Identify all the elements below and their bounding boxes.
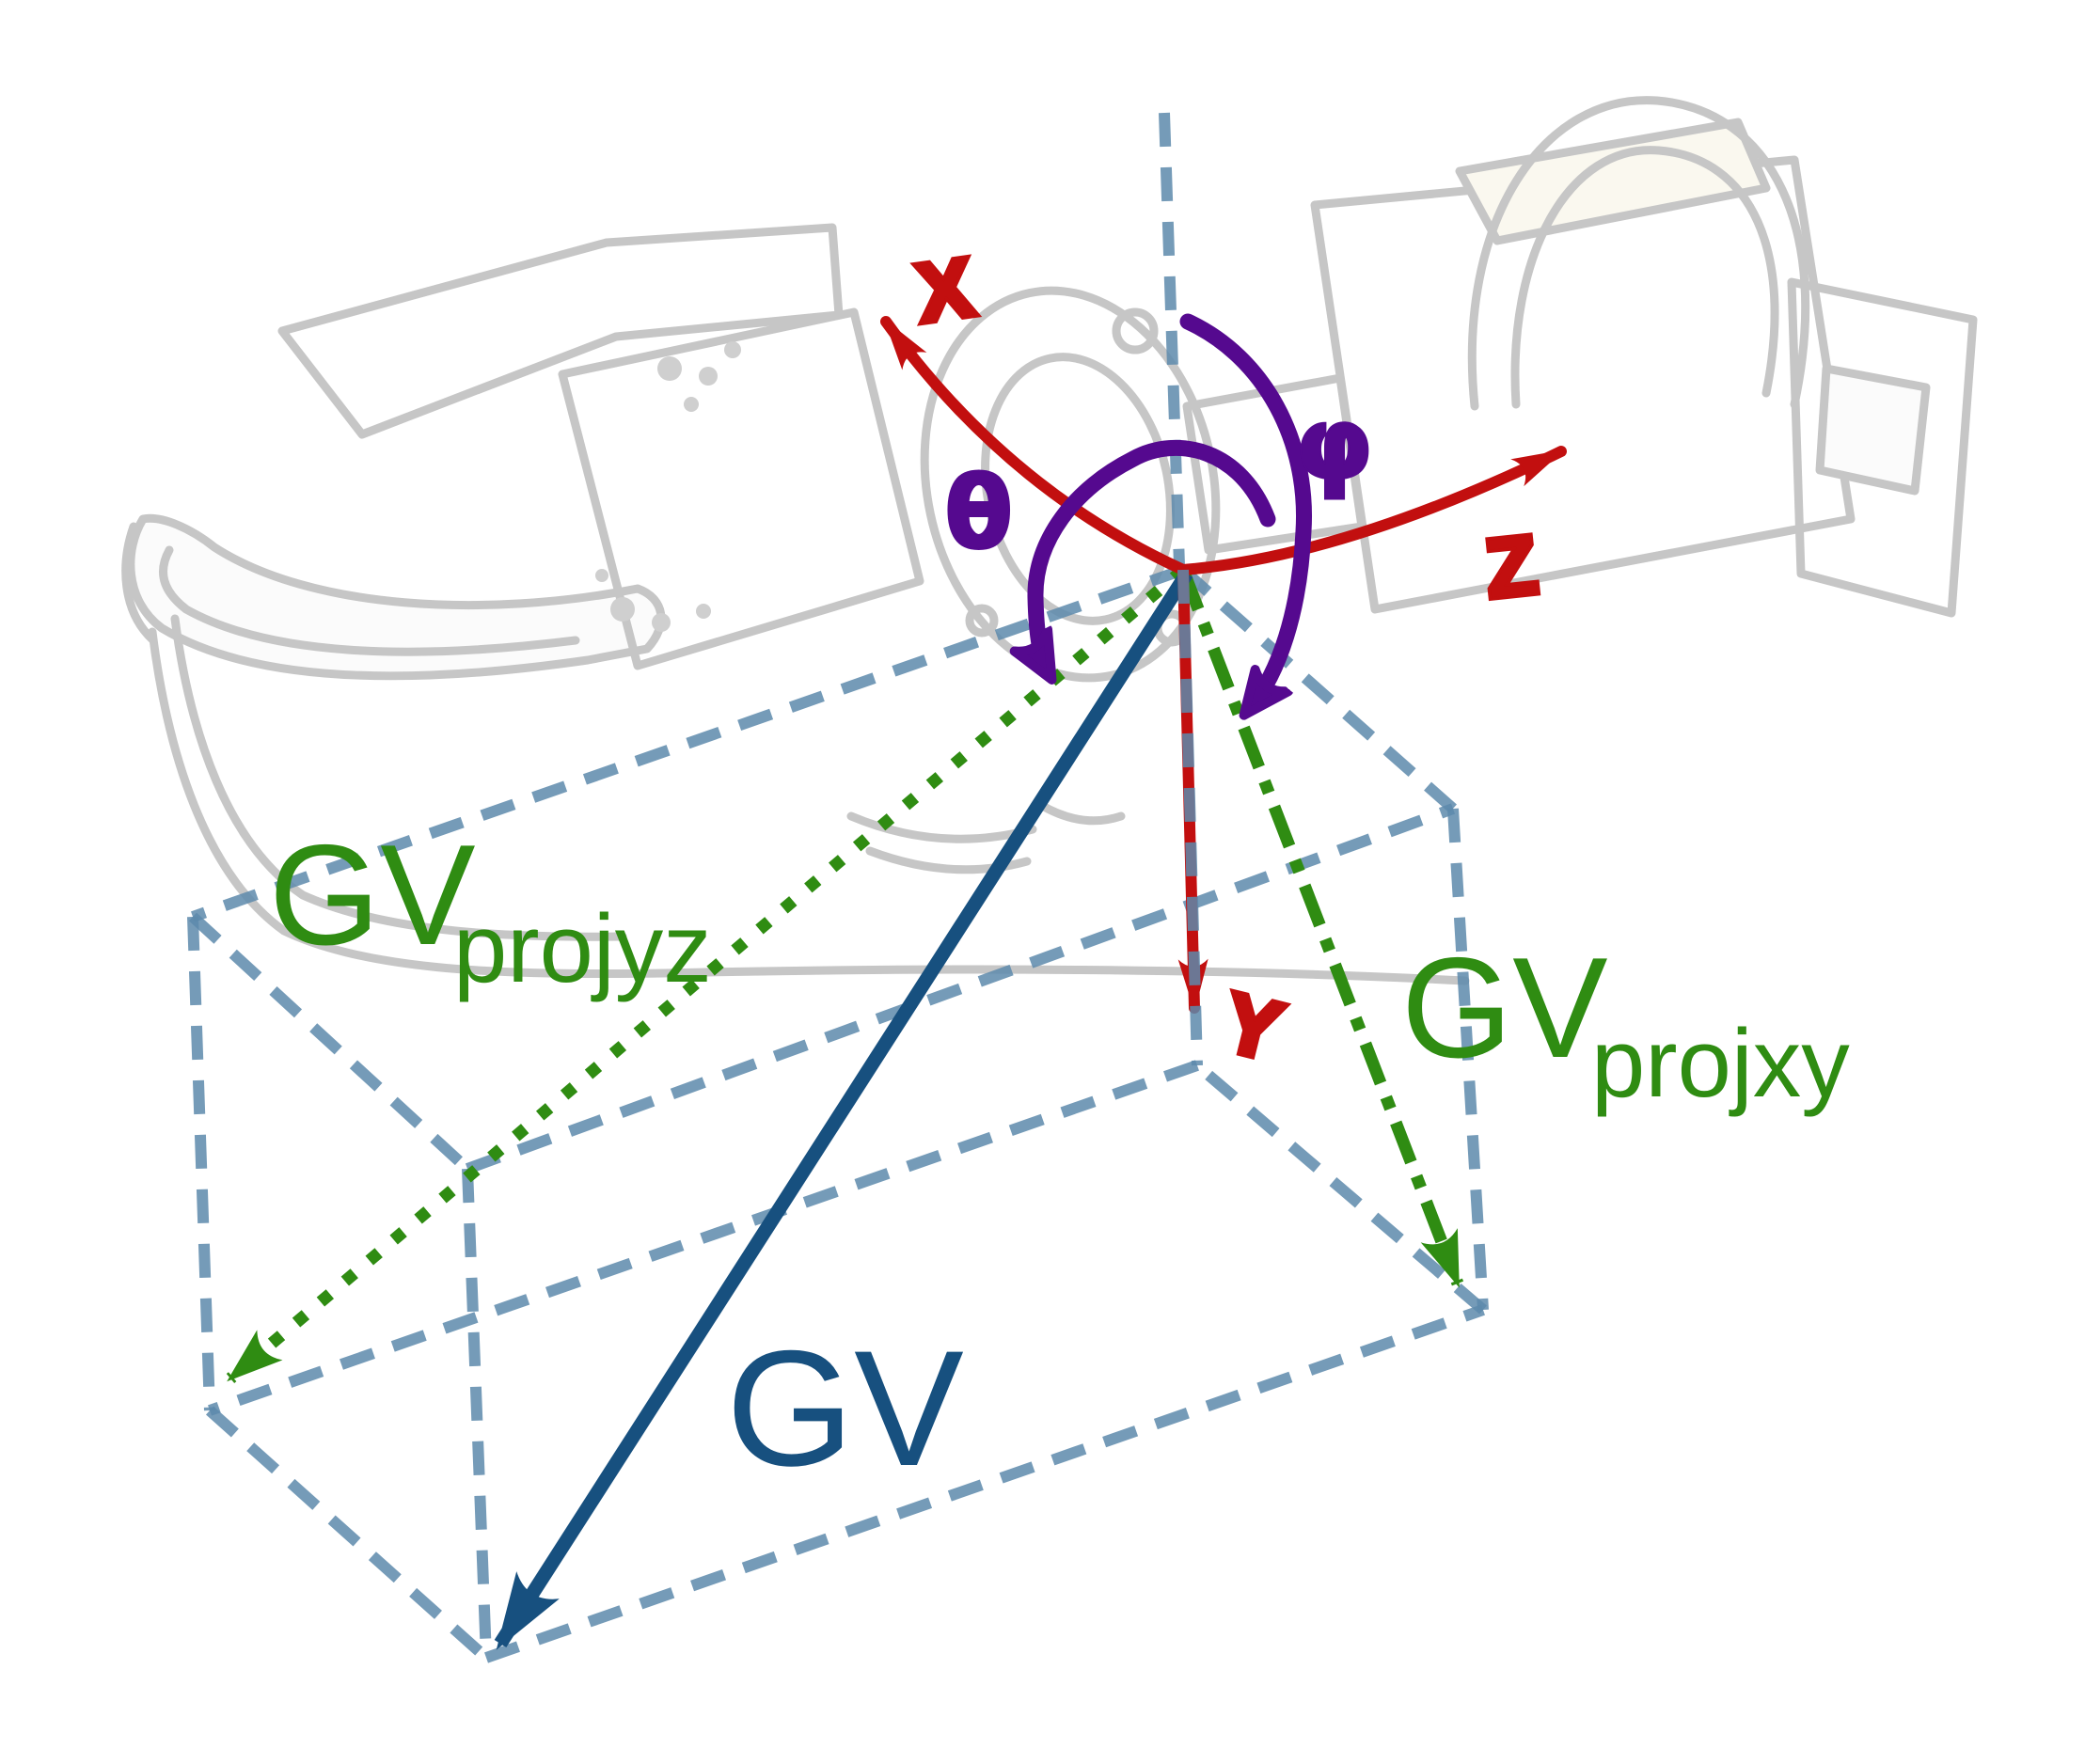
gripper-finger-curl — [1035, 799, 1126, 826]
gv-label: GV — [726, 1317, 964, 1501]
gripper-hole — [699, 367, 718, 386]
gv-vector — [494, 569, 1193, 1650]
gv-projyz-label: GV — [269, 815, 476, 975]
gripper-cable-loop-inner — [1510, 146, 1779, 409]
phi-arc — [1179, 313, 1313, 708]
z-axis-line — [1177, 446, 1567, 575]
gripper-hole — [610, 597, 635, 622]
gv-projxy-label: GV — [1401, 928, 1608, 1088]
theta-arc — [1035, 439, 1276, 671]
gripper-hole — [657, 356, 682, 381]
gripper-hole — [684, 397, 699, 412]
gripper-jaw-left-line — [121, 522, 157, 644]
gripper-flange-bolt — [965, 604, 999, 638]
gripper-finger-curl — [865, 846, 1032, 874]
box-edge-vertical-right — [1447, 808, 1489, 1311]
x-axis-line — [880, 316, 1189, 575]
phi-label: φ — [1296, 386, 1372, 501]
gripper-flange-bolt — [1112, 307, 1159, 354]
box-edge-top-right — [1179, 565, 1457, 813]
vertical-axis-extension — [1159, 112, 1185, 567]
gripper-side-window — [1815, 364, 1931, 496]
gripper-cable-loop-outer — [1467, 96, 1810, 411]
x-axis-label: X — [911, 240, 979, 339]
theta-label: θ — [945, 456, 1012, 571]
gripper-hole — [724, 341, 741, 358]
gripper-bottom-outline-inner — [170, 614, 627, 941]
gripper-actuator-window — [1455, 118, 1771, 245]
box-edge-vertical-left — [187, 916, 215, 1411]
box-edge-bottom-left — [208, 1060, 1199, 1416]
box-edge-bottom-right — [1193, 1061, 1487, 1315]
gripper-hole — [652, 613, 671, 632]
box-edge-top-front-right — [465, 803, 1456, 1174]
gripper-jaw-inner-line — [159, 545, 580, 656]
box-edge-vertical-origin — [1177, 569, 1203, 1066]
box-edge-bottom-front-left — [205, 1406, 491, 1662]
gripper-link-plate — [558, 307, 924, 670]
gv-projyz-subscript: projyz — [453, 894, 712, 1002]
gripper-hole — [595, 569, 608, 582]
box-edge-vertical-front — [462, 1168, 492, 1659]
z-axis-label: Z — [1481, 517, 1541, 615]
gripper-finger-curl — [846, 811, 1037, 843]
box-edge-top-front-left — [188, 912, 472, 1173]
labels: X Y Z θ φ GV GV projyz GV projxy — [269, 237, 1850, 1501]
gripper-hole — [696, 604, 711, 619]
y-axis-label: Y — [1215, 974, 1291, 1078]
gv-projxy-vector — [1177, 567, 1464, 1288]
gripper-flange-inner — [981, 353, 1175, 625]
box-edge-bottom-front-right — [484, 1304, 1485, 1663]
gripper-bottom-outline — [148, 627, 1470, 985]
robot-gripper-sketch — [121, 96, 1978, 985]
gv-projxy-subscript: projxy — [1591, 1009, 1850, 1117]
gripper-side-block — [1787, 277, 1978, 618]
